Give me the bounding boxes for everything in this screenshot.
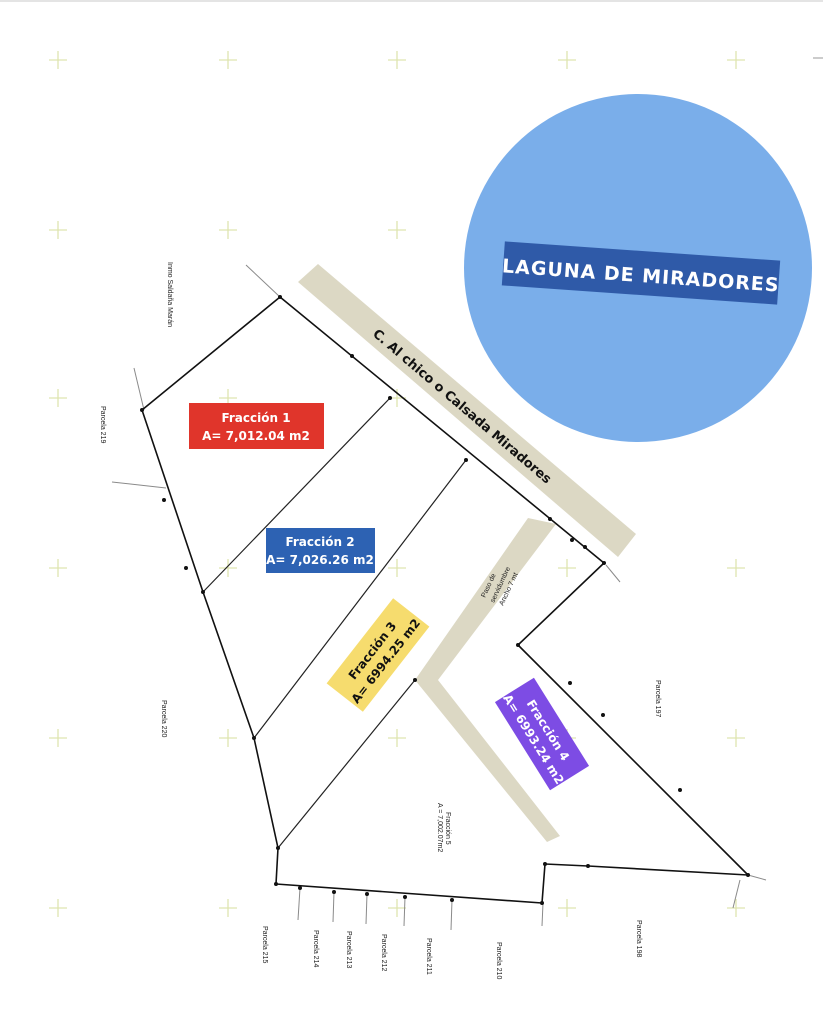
vertex-dot [586, 864, 590, 868]
vertex-dot [570, 538, 574, 542]
label-parcela-212: Parcela 212 [380, 934, 387, 971]
vertex-dot [568, 681, 572, 685]
road-strip [298, 264, 636, 557]
fraction-3-label: Fracción 3 A= 6994.25 m2 [326, 598, 430, 712]
label-parcela-197: Parcela 197 [654, 680, 661, 717]
vertex-dot [140, 408, 144, 412]
vertex-dot [332, 890, 336, 894]
vertex-dot [602, 561, 606, 565]
vertex-dot [276, 846, 280, 850]
fraction-2-title: Fracción 2 [285, 535, 354, 549]
neighbor-labels: Inmo Saldaña Marán Parcela 219 Parcela 2… [99, 262, 661, 979]
lake: LAGUNA DE MIRADORES [464, 94, 812, 442]
label-parcela-219: Parcela 219 [99, 406, 106, 443]
vertex-dot [350, 354, 354, 358]
fraction-1-label: Fracción 1 A= 7,012.04 m2 [189, 403, 324, 449]
vertex-dot [162, 498, 166, 502]
vertex-dot [516, 643, 520, 647]
vertex-dot [746, 873, 750, 877]
vertex-dot [365, 892, 369, 896]
vertex-dot [601, 713, 605, 717]
label-inmo: Inmo Saldaña Marán [166, 262, 173, 327]
lake-label-background [501, 241, 781, 305]
fraction-2-area: A= 7,026.26 m2 [266, 553, 374, 567]
registration-marks [49, 51, 745, 917]
label-parcela-210: Parcela 210 [495, 942, 502, 979]
vertex-dot [464, 458, 468, 462]
fraction-5-title: Fracción 5 [444, 812, 451, 845]
vertex-markers [140, 295, 750, 905]
fraction-1-title: Fracción 1 [221, 411, 290, 425]
vertex-dot [252, 736, 256, 740]
fraction-1-area: A= 7,012.04 m2 [202, 429, 310, 443]
vertex-dot [403, 895, 407, 899]
label-parcela-213: Parcela 213 [345, 931, 352, 968]
fraction-2-label: Fracción 2 A= 7,026.26 m2 [266, 528, 375, 573]
label-parcela-215: Parcela 215 [261, 926, 268, 963]
division-lines [202, 397, 467, 849]
label-parcela-211: Parcela 211 [425, 938, 432, 975]
vertex-dot [543, 862, 547, 866]
vertex-dot [184, 566, 188, 570]
vertex-dot [450, 898, 454, 902]
vertex-dot [583, 545, 587, 549]
vertex-dot [278, 295, 282, 299]
label-parcela-198: Parcela 198 [635, 920, 642, 957]
vertex-dot [678, 788, 682, 792]
vertex-dot [274, 882, 278, 886]
vertex-dot [388, 396, 392, 400]
vertex-dot [540, 901, 544, 905]
adjacent-lines [111, 264, 767, 931]
fraction-5-label: Fracción 5 A = 7,002.07m2 [436, 803, 451, 852]
vertex-dot [413, 678, 417, 682]
access-strip [415, 518, 560, 842]
fraction-5-area: A = 7,002.07m2 [436, 803, 443, 852]
access-easement: Paso de servidumbre Ancho 7 mt [415, 518, 560, 842]
vertex-dot [298, 886, 302, 890]
vertex-dot [548, 517, 552, 521]
label-parcela-214: Parcela 214 [312, 930, 319, 967]
label-parcela-220: Parcela 220 [160, 700, 167, 737]
vertex-dot [201, 590, 205, 594]
